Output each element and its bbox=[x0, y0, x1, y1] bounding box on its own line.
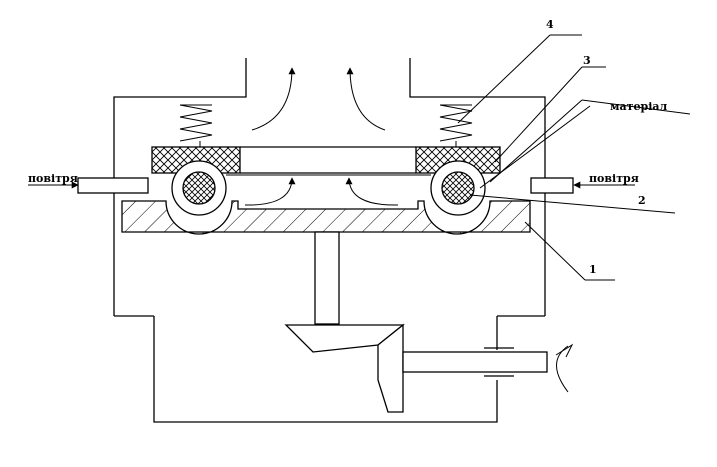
lower-ring bbox=[121, 200, 531, 235]
right-air-label: повітря bbox=[589, 172, 639, 185]
callout-3: 3 bbox=[583, 54, 591, 67]
airflow-arrows bbox=[244, 67, 399, 206]
leader-lines bbox=[457, 34, 691, 281]
callout-1: 1 bbox=[589, 263, 597, 276]
left-spring bbox=[179, 104, 213, 147]
material-label: матеріал bbox=[610, 100, 667, 113]
balls bbox=[171, 160, 486, 216]
air-inlets bbox=[28, 177, 635, 194]
callout-2: 2 bbox=[638, 194, 646, 207]
housing bbox=[113, 58, 546, 423]
left-air-label: повітря bbox=[28, 172, 78, 185]
drive-shaft bbox=[284, 231, 574, 413]
callout-4: 4 bbox=[546, 18, 554, 31]
right-spring bbox=[439, 104, 473, 147]
upper-ring bbox=[151, 146, 501, 174]
